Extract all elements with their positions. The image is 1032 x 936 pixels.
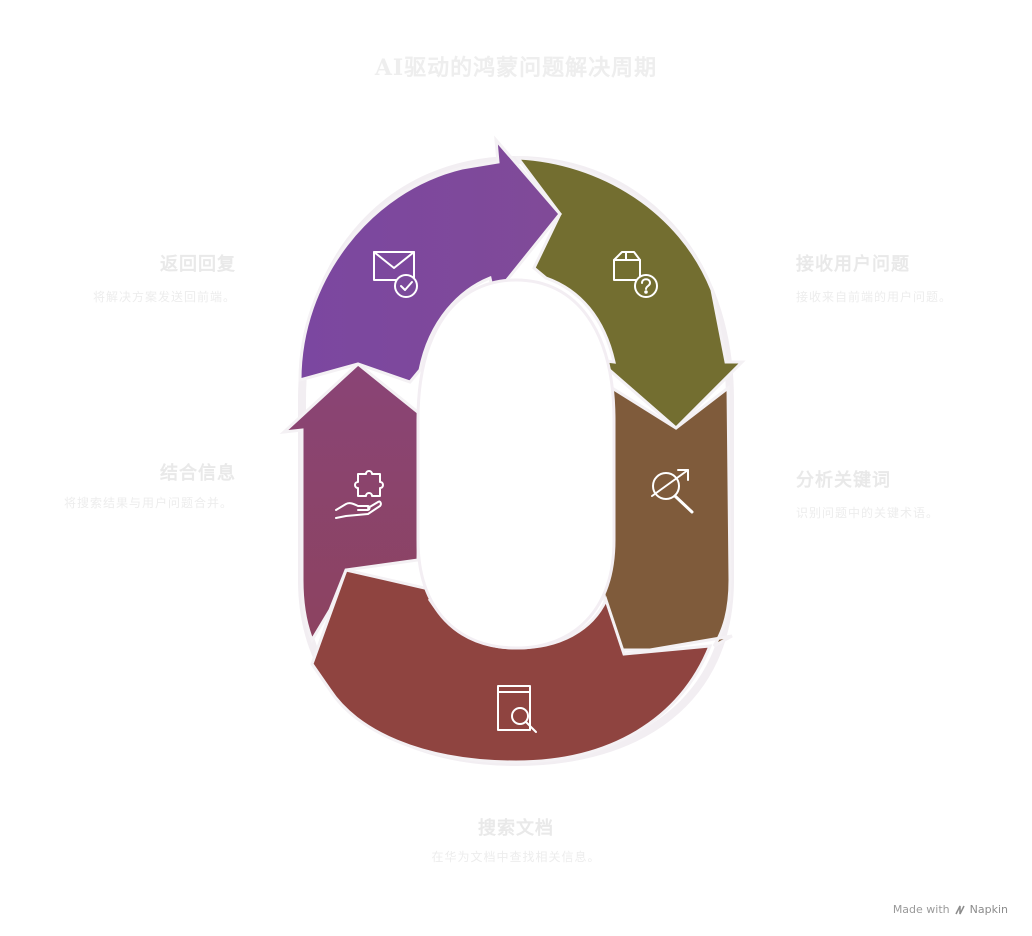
- step-search-label: 搜索文档: [478, 818, 554, 839]
- hand-puzzle-icon: [335, 470, 384, 519]
- segment-return: [298, 135, 562, 384]
- step-return-label: 返回回复: [160, 254, 236, 275]
- napkin-logo-icon: [954, 905, 965, 914]
- step-combine-desc: 将搜索结果与用户问题合并。: [64, 496, 234, 510]
- step-search-desc: 在华为文档中查找相关信息。: [431, 850, 601, 864]
- step-analyze-desc: 识别问题中的关键术语。: [796, 506, 940, 520]
- step-return-desc: 将解决方案发送回前端。: [92, 290, 236, 304]
- diagram-title: AI驱动的鸿蒙问题解决周期: [374, 55, 658, 81]
- footer-brand: Napkin: [969, 903, 1008, 916]
- box-question-icon: [613, 251, 658, 298]
- footer-attribution[interactable]: Made with Napkin: [893, 903, 1008, 916]
- step-receive-label: 接收用户问题: [796, 254, 910, 275]
- mail-check-icon: [373, 251, 418, 298]
- step-analyze-label: 分析关键词: [796, 470, 891, 491]
- document-search-icon: [497, 685, 537, 733]
- step-receive-desc: 接收来自前端的用户问题。: [796, 290, 953, 304]
- segment-receive: [514, 156, 746, 431]
- cycle-center: [416, 278, 616, 650]
- footer-made-with: Made with: [892, 903, 950, 916]
- step-combine-label: 结合信息: [160, 463, 236, 484]
- segment-analyze: [596, 384, 733, 652]
- search-arrow-icon: [651, 469, 694, 514]
